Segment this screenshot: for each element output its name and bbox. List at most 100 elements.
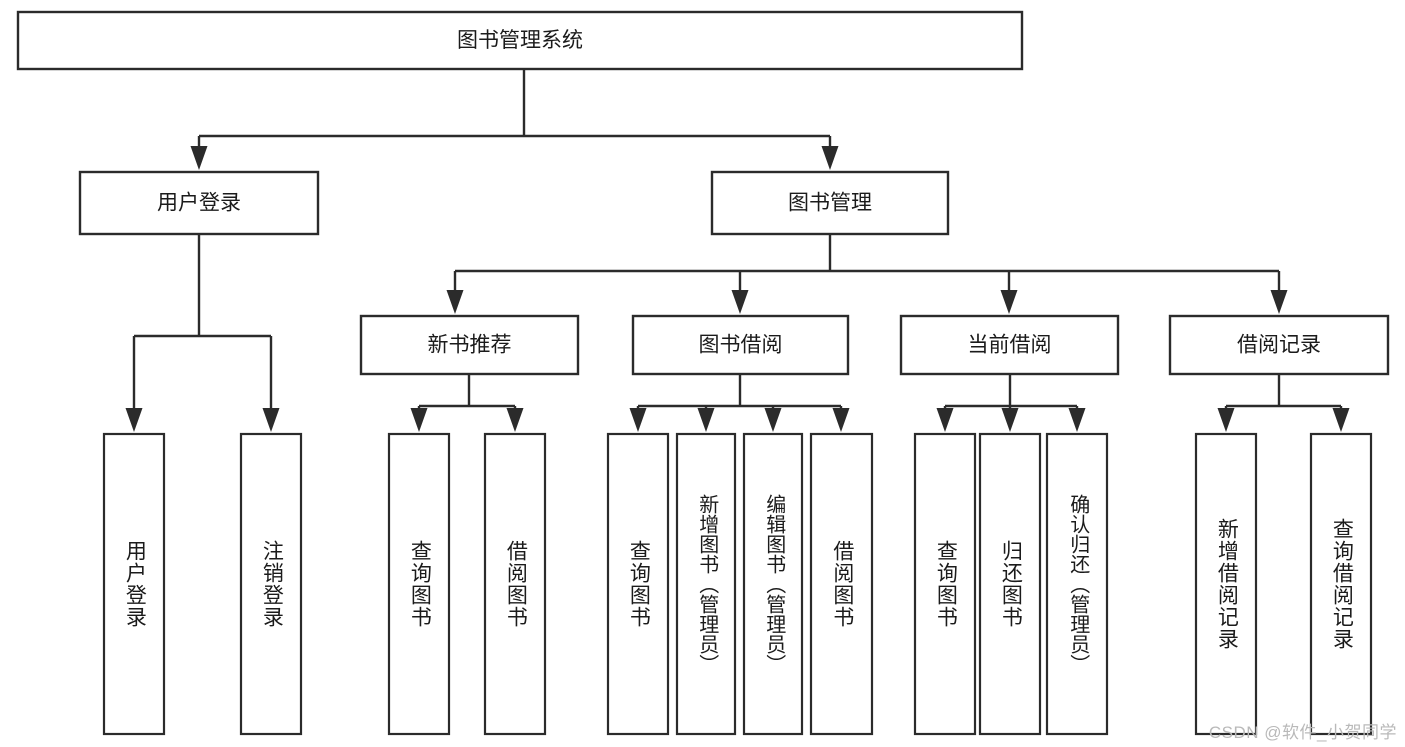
leaf-node-编辑图书管理员-6[interactable]: 编辑图书（管理员） — [742, 432, 804, 736]
leaf-node-新增图书管理员-5[interactable]: 新增图书（管理员） — [675, 432, 737, 736]
leaf-label-wrapper: 借阅图书 — [830, 540, 854, 628]
node-layer: 图书管理系统用户登录图书管理新书推荐图书借阅当前借阅借阅记录用户登录注销登录查询… — [16, 10, 1390, 736]
leaf-node-注销登录-1[interactable]: 注销登录 — [239, 432, 303, 736]
node-box[interactable] — [1045, 432, 1109, 736]
leaf-label-wrapper: 查询图书 — [408, 540, 432, 628]
leaf-label: 新增图书（管理员） — [695, 494, 718, 674]
leaf-label-wrapper: 新增图书（管理员） — [695, 494, 718, 674]
leaf-label: 确认归还（管理员） — [1066, 494, 1089, 674]
node-box[interactable] — [16, 10, 1024, 71]
arrow-head-icon — [936, 408, 954, 432]
node-box[interactable] — [78, 170, 320, 236]
arrow-head-icon — [1000, 290, 1018, 314]
level1-node-用户登录[interactable]: 用户登录 — [78, 170, 320, 236]
leaf-node-确认归还管理员-10[interactable]: 确认归还（管理员） — [1045, 432, 1109, 736]
leaf-label-wrapper: 查询借阅记录 — [1330, 518, 1354, 650]
node-box[interactable] — [102, 432, 166, 736]
node-box[interactable] — [387, 432, 451, 736]
root-node-图书管理系统[interactable]: 图书管理系统 — [16, 10, 1024, 71]
leaf-label-wrapper: 归还图书 — [999, 540, 1023, 628]
node-box[interactable] — [710, 170, 950, 236]
arrow-head-icon — [629, 408, 647, 432]
connector-book-manage-to-level2 — [446, 235, 1288, 314]
leaf-node-借阅图书-3[interactable]: 借阅图书 — [483, 432, 547, 736]
arrow-head-icon — [697, 408, 715, 432]
arrow-head-icon — [125, 408, 143, 432]
leaf-node-查询图书-4[interactable]: 查询图书 — [606, 432, 670, 736]
arrow-head-icon — [1001, 408, 1019, 432]
connector-current-borrow-to-leaves — [936, 374, 1086, 432]
connector-borrow-record-to-leaves — [1217, 374, 1350, 432]
node-label: 图书管理系统 — [457, 29, 583, 52]
node-box[interactable] — [913, 432, 977, 736]
leaf-node-查询图书-2[interactable]: 查询图书 — [387, 432, 451, 736]
level2-node-图书借阅[interactable]: 图书借阅 — [631, 314, 850, 376]
leaf-label: 查询借阅记录 — [1330, 518, 1354, 650]
leaf-label: 归还图书 — [999, 540, 1023, 628]
arrow-head-icon — [262, 408, 280, 432]
arrow-head-icon — [1217, 408, 1235, 432]
leaf-label: 查询图书 — [408, 540, 432, 628]
arrow-head-icon — [1068, 408, 1086, 432]
node-box[interactable] — [978, 432, 1042, 736]
leaf-label-wrapper: 查询图书 — [627, 540, 651, 628]
leaf-label-wrapper: 注销登录 — [260, 540, 284, 628]
leaf-node-归还图书-9[interactable]: 归还图书 — [978, 432, 1042, 736]
node-label: 借阅记录 — [1237, 334, 1321, 357]
node-box[interactable] — [239, 432, 303, 736]
leaf-label: 注销登录 — [260, 540, 284, 628]
arrow-head-icon — [410, 408, 428, 432]
node-box[interactable] — [809, 432, 874, 736]
node-box[interactable] — [606, 432, 670, 736]
leaf-label-wrapper: 借阅图书 — [504, 540, 528, 628]
node-box[interactable] — [631, 314, 850, 376]
arrow-head-icon — [1270, 290, 1288, 314]
node-box[interactable] — [483, 432, 547, 736]
leaf-node-借阅图书-7[interactable]: 借阅图书 — [809, 432, 874, 736]
leaf-label: 查询图书 — [934, 540, 958, 628]
node-box[interactable] — [359, 314, 580, 376]
leaf-node-查询借阅记录-12[interactable]: 查询借阅记录 — [1309, 432, 1373, 736]
node-box[interactable] — [742, 432, 804, 736]
arrow-head-icon — [821, 146, 839, 170]
connector-borrow-book-to-leaves — [629, 374, 850, 432]
connector-new-book-to-leaves — [410, 374, 524, 432]
leaf-label: 用户登录 — [123, 540, 147, 628]
leaf-label: 编辑图书（管理员） — [762, 494, 785, 674]
node-label: 图书借阅 — [699, 334, 783, 357]
arrow-head-icon — [190, 146, 208, 170]
leaf-label: 借阅图书 — [504, 540, 528, 628]
connector-layer — [125, 69, 1350, 432]
leaf-label-wrapper: 用户登录 — [123, 540, 147, 628]
level2-node-新书推荐[interactable]: 新书推荐 — [359, 314, 580, 376]
leaf-node-查询图书-8[interactable]: 查询图书 — [913, 432, 977, 736]
leaf-label: 查询图书 — [627, 540, 651, 628]
node-label: 图书管理 — [788, 192, 872, 215]
leaf-label-wrapper: 查询图书 — [934, 540, 958, 628]
node-box[interactable] — [1309, 432, 1373, 736]
arrow-head-icon — [731, 290, 749, 314]
node-box[interactable] — [675, 432, 737, 736]
arrow-head-icon — [764, 408, 782, 432]
leaf-node-新增借阅记录-11[interactable]: 新增借阅记录 — [1194, 432, 1258, 736]
arrow-head-icon — [446, 290, 464, 314]
arrow-head-icon — [506, 408, 524, 432]
node-box[interactable] — [899, 314, 1120, 376]
level1-node-图书管理[interactable]: 图书管理 — [710, 170, 950, 236]
node-box[interactable] — [1194, 432, 1258, 736]
connector-user-login-to-leaves — [125, 234, 280, 432]
leaf-node-用户登录-0[interactable]: 用户登录 — [102, 432, 166, 736]
node-box[interactable] — [1168, 314, 1390, 376]
leaf-label-wrapper: 确认归还（管理员） — [1066, 494, 1089, 674]
leaf-label: 借阅图书 — [830, 540, 854, 628]
level2-node-借阅记录[interactable]: 借阅记录 — [1168, 314, 1390, 376]
node-label: 用户登录 — [157, 192, 241, 215]
connector-root-to-level1 — [190, 69, 839, 170]
node-label: 新书推荐 — [428, 334, 512, 357]
level2-node-当前借阅[interactable]: 当前借阅 — [899, 314, 1120, 376]
leaf-label: 新增借阅记录 — [1215, 518, 1239, 650]
leaf-label-wrapper: 新增借阅记录 — [1215, 518, 1239, 650]
arrow-head-icon — [832, 408, 850, 432]
leaf-label-wrapper: 编辑图书（管理员） — [762, 494, 785, 674]
